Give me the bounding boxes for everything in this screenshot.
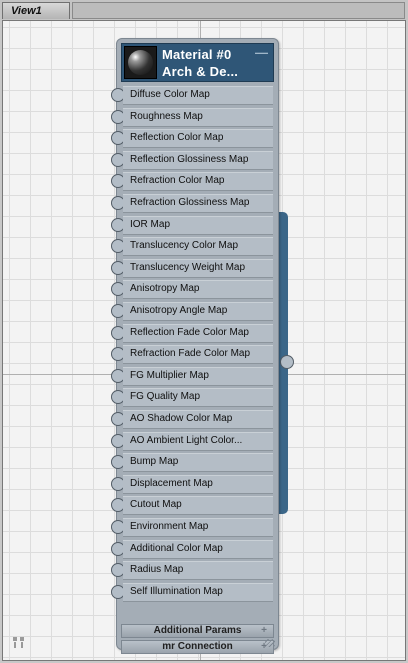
input-port-row[interactable]: Bump Map: [111, 452, 277, 474]
input-port-label: AO Shadow Color Map: [123, 410, 273, 429]
material-sphere-icon: [128, 50, 153, 75]
input-port-label: Translucency Weight Map: [123, 258, 273, 278]
rollout-label: mr Connection: [162, 641, 233, 652]
input-port-label: Reflection Fade Color Map: [123, 323, 273, 343]
rollout-mr-connection[interactable]: mr Connection +: [121, 640, 274, 654]
input-port-label: IOR Map: [123, 215, 273, 235]
input-port-label: Displacement Map: [123, 474, 273, 494]
input-port-row[interactable]: Environment Map: [111, 517, 277, 539]
input-port-label: Roughness Map: [123, 107, 273, 127]
input-port-row[interactable]: Refraction Color Map: [111, 171, 277, 193]
input-port-row[interactable]: FG Quality Map: [111, 387, 277, 409]
input-port-row[interactable]: Reflection Fade Color Map: [111, 323, 277, 345]
input-port-row[interactable]: Translucency Color Map: [111, 236, 277, 258]
node-title: Material #0: [162, 47, 232, 62]
input-port-row[interactable]: Translucency Weight Map: [111, 258, 277, 280]
expand-plus-icon: +: [261, 641, 267, 653]
input-port-label: FG Multiplier Map: [123, 366, 273, 386]
input-port-label: AO Ambient Light Color...: [123, 431, 273, 451]
material-preview-thumbnail: [124, 46, 157, 79]
input-port-label: Refraction Glossiness Map: [123, 194, 273, 213]
input-port-label: Refraction Fade Color Map: [123, 345, 273, 365]
input-port-row[interactable]: Diffuse Color Map: [111, 85, 277, 107]
input-port-label: Self Illumination Map: [123, 582, 273, 602]
input-port-row[interactable]: Self Illumination Map: [111, 582, 277, 604]
input-port-row[interactable]: Cutout Map: [111, 495, 277, 517]
input-port-row[interactable]: Anisotropy Angle Map: [111, 301, 277, 323]
expand-plus-icon: +: [261, 625, 267, 636]
node-header[interactable]: Material #0 Arch & De... —: [121, 43, 274, 82]
input-port-label: FG Quality Map: [123, 388, 273, 408]
input-port-row[interactable]: Reflection Color Map: [111, 128, 277, 150]
navigator-icon[interactable]: [12, 635, 26, 649]
input-port-label: Additional Color Map: [123, 539, 273, 559]
input-port-row[interactable]: Roughness Map: [111, 107, 277, 129]
node-editor-canvas[interactable]: Material #0 Arch & De... — Diffuse Color…: [2, 20, 406, 661]
node-subtitle: Arch & De...: [162, 64, 239, 79]
input-port-label: Reflection Color Map: [123, 129, 273, 149]
input-port-row[interactable]: Additional Color Map: [111, 539, 277, 561]
input-port-label: Bump Map: [123, 453, 273, 473]
view-tab-bar: View1: [0, 0, 408, 20]
rollout-additional-params[interactable]: Additional Params +: [121, 624, 274, 638]
input-port-row[interactable]: Refraction Glossiness Map: [111, 193, 277, 215]
view-tab[interactable]: View1: [2, 2, 70, 19]
output-socket[interactable]: [280, 355, 294, 369]
input-port-label: Cutout Map: [123, 496, 273, 516]
input-port-label: Diffuse Color Map: [123, 86, 273, 105]
input-port-label: Radius Map: [123, 561, 273, 581]
input-port-row[interactable]: Reflection Glossiness Map: [111, 150, 277, 172]
input-port-label: Anisotropy Map: [123, 280, 273, 300]
input-port-row[interactable]: FG Multiplier Map: [111, 366, 277, 388]
input-port-label: Translucency Color Map: [123, 237, 273, 257]
tab-strip: [72, 2, 405, 19]
collapse-button[interactable]: —: [255, 45, 268, 60]
input-port-row[interactable]: Radius Map: [111, 560, 277, 582]
input-port-row[interactable]: AO Ambient Light Color...: [111, 431, 277, 453]
rollout-label: Additional Params: [153, 625, 242, 636]
input-port-label: Environment Map: [123, 518, 273, 537]
input-port-label: Refraction Color Map: [123, 172, 273, 192]
input-port-row[interactable]: IOR Map: [111, 215, 277, 237]
resize-grip-icon[interactable]: [265, 639, 275, 647]
input-port-label: Anisotropy Angle Map: [123, 302, 273, 321]
input-port-row[interactable]: Displacement Map: [111, 474, 277, 496]
input-port-row[interactable]: AO Shadow Color Map: [111, 409, 277, 431]
input-port-label: Reflection Glossiness Map: [123, 150, 273, 170]
input-port-row[interactable]: Refraction Fade Color Map: [111, 344, 277, 366]
material-node[interactable]: Material #0 Arch & De... — Diffuse Color…: [111, 38, 279, 654]
input-port-row[interactable]: Anisotropy Map: [111, 279, 277, 301]
